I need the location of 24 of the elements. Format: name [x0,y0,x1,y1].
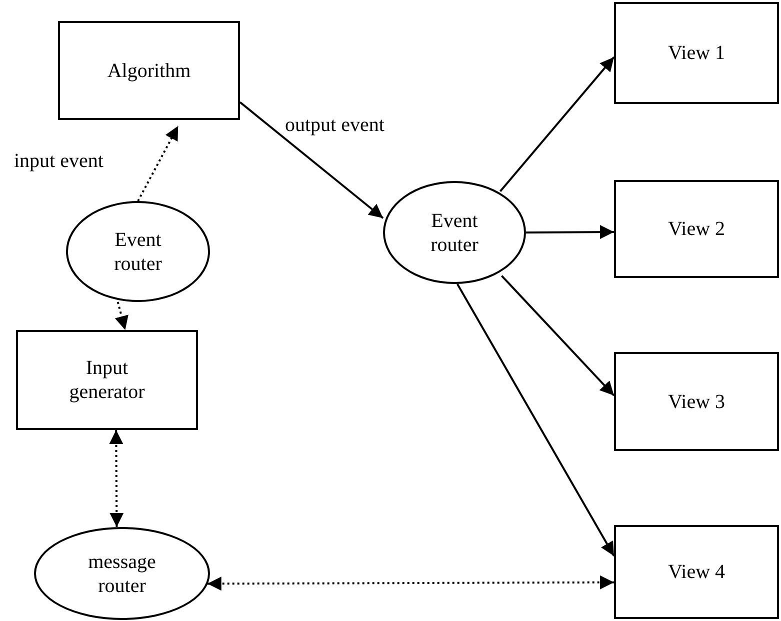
component-box [58,21,240,120]
component-box [614,352,779,451]
node-text: View 4 [666,560,726,584]
node-text: View 1 [666,41,726,65]
dotted-arrow [207,575,614,591]
node-text: message router [87,550,157,598]
dotted-arrow [137,125,179,202]
component-box [614,2,779,104]
arrow [239,101,384,219]
node-text: Algorithm [106,58,192,82]
component-box [16,330,198,430]
dotted-arrow [114,302,128,330]
node-text: View 3 [666,390,726,414]
node-text: Input generator [68,356,146,404]
dotted-arrow [109,430,124,527]
arrow [526,225,614,240]
node-text: View 2 [666,217,726,241]
arrow [456,284,615,557]
component-box [614,525,779,619]
arrow [500,56,615,192]
component-box [614,180,779,278]
node-text: Event router [430,208,480,256]
node-text: Event router [113,228,163,276]
arrow [500,275,615,396]
